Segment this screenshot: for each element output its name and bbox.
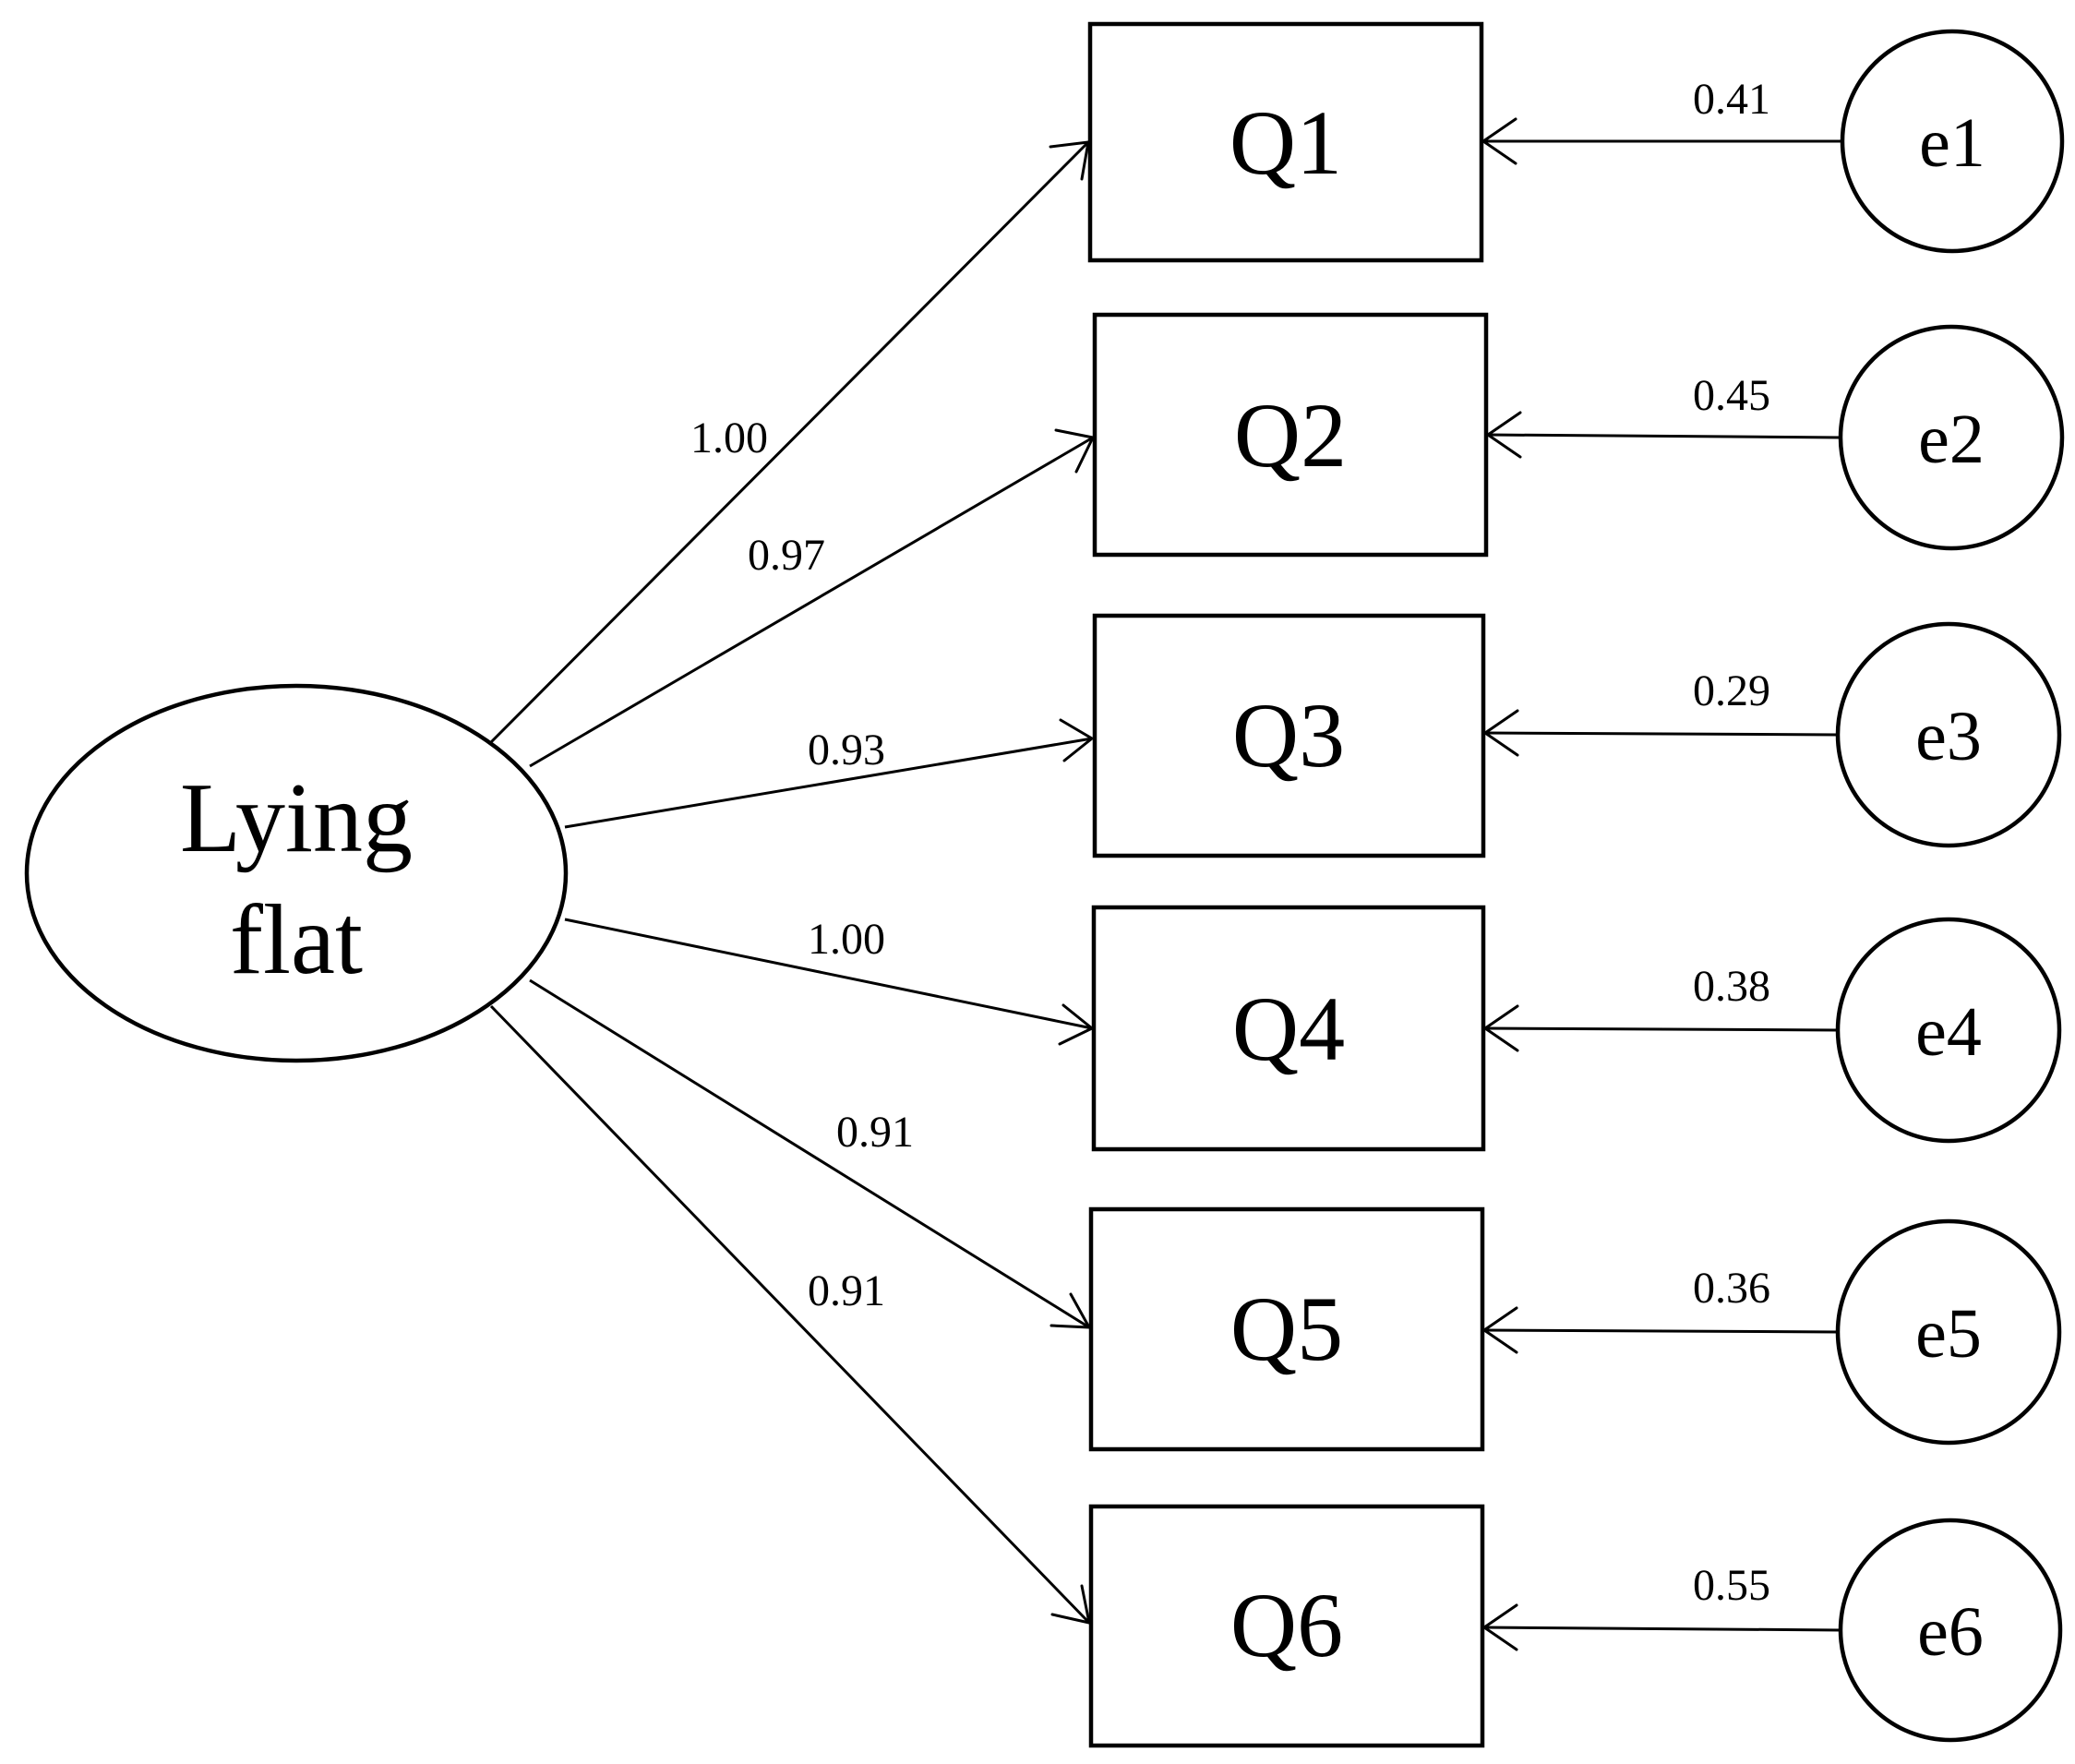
indicator-label-q2: Q2 bbox=[1234, 384, 1347, 486]
error-arrowhead-e6 bbox=[1482, 1603, 1518, 1651]
loading-coef-q6: 0.91 bbox=[808, 1266, 885, 1315]
error-circle-e3 bbox=[1835, 621, 2062, 848]
indicator-label-q1: Q1 bbox=[1229, 91, 1342, 194]
indicator-box-q2 bbox=[1092, 312, 1489, 558]
loading-path-q4 bbox=[564, 918, 1093, 1030]
indicator-box-q6 bbox=[1088, 1504, 1485, 1748]
error-arrowhead-e4 bbox=[1483, 1004, 1519, 1052]
loading-arrowhead-q3 bbox=[1059, 718, 1094, 762]
loading-coef-q2: 0.97 bbox=[748, 531, 825, 580]
error-path-e5 bbox=[1483, 1328, 1840, 1334]
indicator-boxes: Q1 Q2 Q3 Q4 Q5 Q6 bbox=[1087, 21, 1489, 1748]
error-path-e6 bbox=[1483, 1626, 1841, 1632]
latent-label-line1: Lying bbox=[180, 763, 413, 873]
error-coef-e6: 0.55 bbox=[1693, 1561, 1770, 1610]
error-arrowhead-e5 bbox=[1482, 1306, 1518, 1354]
error-label-e2: e2 bbox=[1918, 401, 1985, 478]
error-circle-e1 bbox=[1840, 29, 2065, 254]
loading-path-q6 bbox=[489, 1004, 1091, 1625]
error-circle-e6 bbox=[1838, 1518, 2063, 1743]
loading-coef-q5: 0.91 bbox=[836, 1108, 914, 1157]
error-coef-e4: 0.38 bbox=[1693, 962, 1770, 1011]
error-coefficients: 0.41 0.45 0.29 0.38 0.36 0.55 bbox=[1693, 75, 1770, 1610]
loading-coef-q3: 0.93 bbox=[808, 726, 885, 774]
error-paths bbox=[1481, 117, 1842, 1651]
error-label-e5: e5 bbox=[1915, 1295, 1982, 1373]
error-circle-e5 bbox=[1835, 1218, 2062, 1446]
latent-ellipse bbox=[24, 683, 569, 1063]
indicator-box-q1 bbox=[1087, 21, 1484, 263]
indicator-label-q6: Q6 bbox=[1230, 1574, 1343, 1676]
indicator-box-q4 bbox=[1091, 905, 1486, 1152]
error-nodes: e1 e2 e3 e4 e5 e6 bbox=[1835, 29, 2065, 1743]
loading-path-q5 bbox=[529, 978, 1090, 1329]
loading-paths bbox=[489, 140, 1095, 1625]
error-coef-e2: 0.45 bbox=[1693, 371, 1770, 420]
error-circle-e4 bbox=[1835, 917, 2062, 1144]
indicator-box-q5 bbox=[1088, 1206, 1485, 1452]
indicator-label-q5: Q5 bbox=[1230, 1278, 1343, 1380]
error-coef-e3: 0.29 bbox=[1693, 666, 1770, 715]
loading-path-q3 bbox=[564, 737, 1093, 829]
indicator-label-q3: Q3 bbox=[1232, 684, 1345, 786]
error-path-e4 bbox=[1484, 1026, 1840, 1032]
loading-coef-q1: 1.00 bbox=[690, 414, 768, 462]
loading-coefficients: 1.00 0.97 0.93 1.00 0.91 0.91 bbox=[690, 414, 914, 1315]
latent-factor-node: Lying flat bbox=[24, 683, 569, 1063]
indicator-label-q4: Q4 bbox=[1232, 978, 1345, 1080]
error-arrowhead-e3 bbox=[1483, 709, 1519, 757]
loading-path-q1 bbox=[489, 140, 1090, 744]
error-arrowhead-e1 bbox=[1481, 117, 1517, 165]
loading-coef-q4: 1.00 bbox=[808, 915, 885, 964]
error-coef-e1: 0.41 bbox=[1693, 75, 1770, 124]
error-arrowhead-e2 bbox=[1486, 411, 1522, 459]
error-coef-e5: 0.36 bbox=[1693, 1264, 1770, 1313]
loading-path-q2 bbox=[529, 436, 1094, 768]
error-label-e1: e1 bbox=[1919, 104, 1985, 182]
error-path-e3 bbox=[1484, 731, 1840, 737]
error-path-e2 bbox=[1487, 433, 1841, 439]
error-label-e4: e4 bbox=[1915, 993, 1982, 1071]
error-label-e3: e3 bbox=[1915, 698, 1982, 775]
indicator-box-q3 bbox=[1092, 613, 1486, 858]
loading-arrowhead-q2 bbox=[1054, 428, 1095, 474]
latent-label-line2: flat bbox=[230, 885, 363, 995]
error-circle-e2 bbox=[1838, 324, 2065, 551]
error-label-e6: e6 bbox=[1917, 1593, 1984, 1671]
